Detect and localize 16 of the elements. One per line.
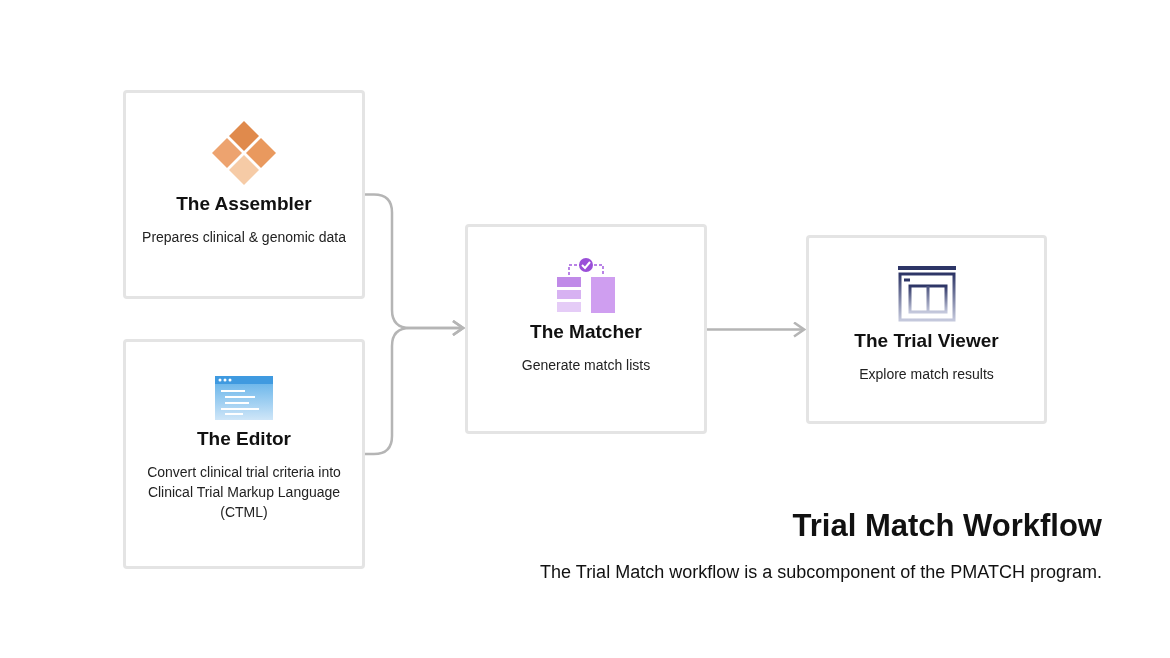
connector-arrow bbox=[707, 321, 806, 338]
card-description: Explore match results bbox=[858, 365, 995, 384]
process-card bbox=[465, 224, 707, 434]
card-heading: The Trial Viewer bbox=[854, 330, 999, 352]
process-card bbox=[806, 235, 1047, 424]
process-card bbox=[123, 339, 365, 569]
diagram-title: Trial Match Workflow bbox=[792, 508, 1102, 544]
card-heading: The Matcher bbox=[530, 321, 642, 343]
card-heading: The Editor bbox=[197, 428, 291, 450]
connector-arrow bbox=[365, 319, 465, 456]
process-card bbox=[123, 90, 365, 299]
card-heading: The Assembler bbox=[176, 193, 312, 215]
diagram-caption: The Trial Match workflow is a subcomponent of the PMATCH program. bbox=[540, 562, 1102, 583]
card-description: Convert clinical trial criteria into Clinical Trial Markup Language (CTML) bbox=[146, 463, 342, 522]
card-description: Prepares clinical & genomic data bbox=[141, 228, 347, 247]
card-description: Generate match lists bbox=[520, 356, 652, 375]
